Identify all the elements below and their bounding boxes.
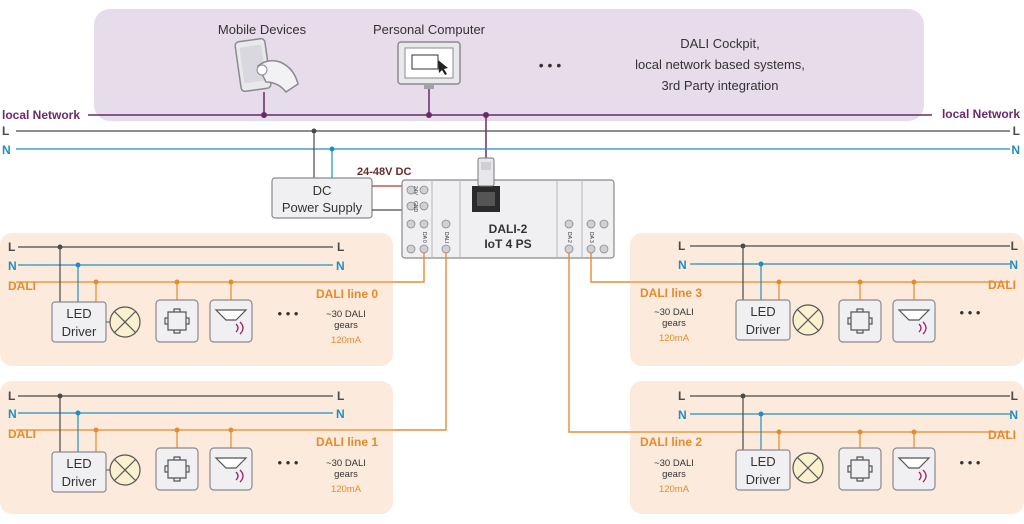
- zone2-L-left: L: [678, 389, 685, 403]
- svg-text:Driver: Driver: [62, 324, 97, 339]
- power-supply-line-1: DC: [313, 183, 332, 198]
- zone3-line-name: DALI line 3: [640, 286, 702, 300]
- zone-0-content: L N DALI L N: [8, 240, 345, 302]
- mobile-devices-label: Mobile Devices: [218, 22, 307, 37]
- personal-computer-label: Personal Computer: [373, 22, 486, 37]
- zone1-led-driver: LED Driver: [51, 451, 110, 493]
- zone0-sensor-icon: [209, 299, 253, 343]
- zone3-gears: ~30 DALI: [654, 307, 694, 318]
- zone1-sensor-icon: [209, 447, 253, 491]
- zone2-lamp-icon: [792, 452, 824, 484]
- zone1-gears2: gears: [334, 469, 358, 480]
- zone0-gears2: gears: [334, 320, 358, 331]
- terminal-da0: DA 0: [421, 232, 427, 243]
- zone-2-content: L N L N DALI: [678, 389, 1018, 450]
- zone3-N-left: N: [678, 258, 687, 272]
- zone2-push-button-icon: [838, 447, 882, 491]
- zone3-sensor-icon: [892, 299, 936, 343]
- main-L-label-right: L: [1013, 124, 1020, 138]
- dc-power-supply: [271, 177, 373, 219]
- terminal-da3: DA 3: [588, 232, 594, 243]
- main-N-label-left: N: [2, 143, 11, 157]
- zone1-gears: ~30 DALI: [326, 458, 366, 469]
- zone3-led-driver: LED Driver: [735, 299, 791, 341]
- zone3-push-button-icon: [838, 299, 882, 343]
- systems-line-1: DALI Cockpit,: [680, 36, 759, 51]
- power-voltage-label: 24-48V DC: [357, 166, 411, 178]
- zone2-L-right: L: [1011, 389, 1018, 403]
- svg-text:Driver: Driver: [62, 474, 97, 489]
- zone0-more: • • •: [278, 306, 299, 321]
- terminal-24v: 24V: [412, 186, 418, 196]
- zone0-led-driver: LED Driver: [51, 301, 110, 343]
- ethernet-port-icon: [472, 157, 500, 212]
- zone3-current: 120mA: [659, 333, 690, 344]
- zone0-N-left: N: [8, 259, 17, 273]
- zone2-led-driver: LED Driver: [735, 449, 791, 491]
- zone3-more: • • •: [960, 305, 981, 320]
- zone3-gears2: gears: [662, 318, 686, 329]
- zone0-DALI-left: DALI: [8, 279, 36, 293]
- terminal-gnd: GND: [412, 201, 418, 213]
- zone0-gears: ~30 DALI: [326, 309, 366, 320]
- svg-text:LED: LED: [66, 456, 91, 471]
- zone0-N-right: N: [336, 259, 345, 273]
- zone2-gears2: gears: [662, 469, 686, 480]
- zone2-N-right: N: [1009, 408, 1018, 422]
- main-L-label-left: L: [2, 124, 9, 138]
- zone1-lamp-icon: [109, 454, 141, 486]
- zone2-line-name: DALI line 2: [640, 435, 702, 449]
- zone1-more: • • •: [278, 455, 299, 470]
- zone-1-content: L N DALI L N: [8, 389, 345, 452]
- zone3-lamp-icon: [792, 304, 824, 336]
- local-network-label-right: local Network: [942, 107, 1020, 121]
- svg-text:LED: LED: [750, 304, 775, 319]
- zone0-current: 120mA: [331, 335, 362, 346]
- zone2-DALI-right: DALI: [988, 428, 1016, 442]
- zone2-more: • • •: [960, 455, 981, 470]
- zone-3-content: L N L N DALI: [678, 239, 1018, 300]
- zone1-current: 120mA: [331, 484, 362, 495]
- svg-text:Driver: Driver: [746, 472, 781, 487]
- svg-text:LED: LED: [66, 306, 91, 321]
- mobile-device-icon: [234, 37, 299, 94]
- top-ellipsis: • • •: [539, 57, 562, 73]
- zone1-L-left: L: [8, 389, 15, 403]
- zone1-DALI-left: DALI: [8, 427, 36, 441]
- zone0-push-button-icon: [155, 299, 199, 343]
- controller-line-1: DALI-2: [489, 222, 528, 236]
- local-network-label-left: local Network: [2, 108, 80, 122]
- svg-text:Driver: Driver: [746, 322, 781, 337]
- zone1-L-right: L: [337, 389, 344, 403]
- systems-line-3: 3rd Party integration: [661, 78, 778, 93]
- zone3-L-right: L: [1011, 239, 1018, 253]
- top-panel: [94, 9, 924, 121]
- zone1-N-right: N: [336, 407, 345, 421]
- zone3-N-right: N: [1009, 258, 1018, 272]
- computer-icon: [397, 41, 461, 89]
- zone0-L-left: L: [8, 240, 15, 254]
- systems-line-2: local network based systems,: [635, 57, 805, 72]
- main-N-label-right: N: [1011, 143, 1020, 157]
- zone0-line-name: DALI line 0: [316, 287, 378, 301]
- terminal-dali: DALI: [443, 232, 449, 243]
- zone2-sensor-icon: [892, 447, 936, 491]
- zone3-L-left: L: [678, 239, 685, 253]
- power-supply-line-2: Power Supply: [282, 200, 363, 215]
- zone0-lamp-icon: [109, 306, 141, 338]
- zone2-gears: ~30 DALI: [654, 458, 694, 469]
- dali-iot-controller: [401, 179, 615, 259]
- zone1-line-name: DALI line 1: [316, 435, 378, 449]
- controller-line-2: IoT 4 PS: [484, 237, 531, 251]
- terminal-da2: DA 2: [566, 232, 572, 243]
- zone0-L-right: L: [337, 240, 344, 254]
- zone2-current: 120mA: [659, 484, 690, 495]
- zone3-DALI-right: DALI: [988, 278, 1016, 292]
- svg-text:LED: LED: [750, 454, 775, 469]
- zone2-N-left: N: [678, 408, 687, 422]
- zone1-N-left: N: [8, 407, 17, 421]
- zone1-push-button-icon: [155, 447, 199, 491]
